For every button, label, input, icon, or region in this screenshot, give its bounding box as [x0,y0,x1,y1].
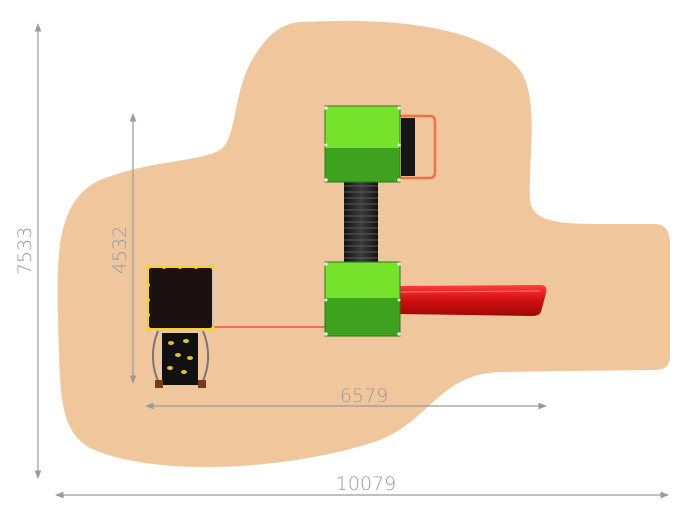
tower-lower [324,261,401,337]
slide [399,285,547,316]
tunnel [344,180,378,264]
climbing-deck [145,264,216,332]
tower-upper [324,105,401,183]
total-height-label: 7533 [14,227,36,275]
total-width-label: 10079 [336,473,396,495]
dimension-lines [34,23,669,499]
inner-width-label: 6579 [340,385,388,407]
climbing-net [152,330,209,388]
inner-height-label: 4532 [109,226,131,274]
ladder [400,114,437,180]
